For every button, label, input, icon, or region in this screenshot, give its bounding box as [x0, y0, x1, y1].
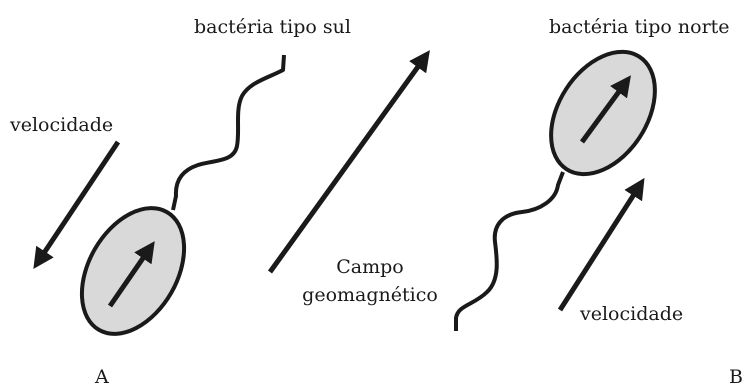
north-bacterium-label: bactéria tipo norte — [549, 18, 730, 37]
velocity-arrow-b — [560, 185, 640, 310]
velocity-label-a: velocidade — [10, 116, 113, 135]
panel-label-a: A — [95, 368, 109, 387]
flagellum-north — [456, 172, 563, 331]
south-bacterium-label: bactéria tipo sul — [194, 18, 351, 37]
geomagnetic-field-label: Campo geomagnético — [300, 253, 440, 309]
flagellum-south — [173, 55, 284, 210]
panel-label-b: B — [729, 368, 743, 387]
field-label-line1: Campo — [300, 253, 440, 281]
velocity-label-b: velocidade — [580, 305, 683, 324]
geomagnetic-field-arrow — [270, 57, 425, 272]
field-label-line2: geomagnético — [300, 281, 440, 309]
